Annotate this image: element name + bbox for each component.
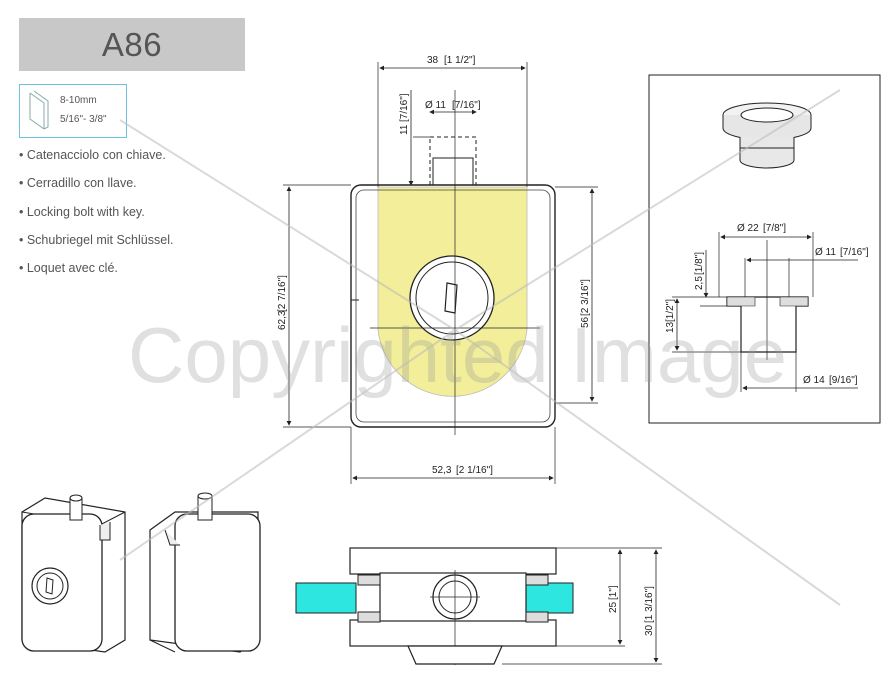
glass-thickness-metric: 8-10mm <box>60 95 97 106</box>
dim-bottom-h2: 30 <box>644 624 655 636</box>
description-italian: • Catenacciolo con chiave. <box>19 148 166 162</box>
cap-detail-view: Ø 22 [7/8"] Ø 11 [7/16"] 2,5 [1/8"] 13 [… <box>648 74 881 424</box>
dim-side-height: 56 <box>580 316 591 328</box>
dim-top-width-inch: [1 1/2"] <box>444 55 476 66</box>
iso-key-slot-icon <box>45 577 54 595</box>
watermark-text: Copyrighted Image <box>128 311 787 399</box>
glass-pane-right <box>522 582 574 614</box>
glass-pane-left <box>295 582 357 614</box>
dim-cap-h13: 13 <box>665 321 676 333</box>
dim-bottom-width-inch: [2 1/16"] <box>456 465 493 476</box>
dim-bolt-diameter-inch: [7/16"] <box>452 100 481 111</box>
product-code-box: A86 <box>19 18 245 71</box>
dim-cap-d11-inch: [7/16"] <box>840 247 869 258</box>
glass-thickness-imperial: 5/16"- 3/8" <box>60 114 107 125</box>
dim-body-height: 62,3 <box>277 310 288 330</box>
description-spanish: • Cerradillo con llave. <box>19 176 137 191</box>
description-list: • Catenacciolo con chiave. • Cerradillo … <box>19 147 173 288</box>
isometric-view-left <box>21 494 126 653</box>
isometric-view-right <box>149 492 261 653</box>
dim-cap-h25-inch: [1/8"] <box>694 252 705 275</box>
dim-cap-d14: Ø 14 <box>803 375 825 386</box>
dim-cap-h25: 2,5 <box>694 276 705 290</box>
description-english: • Locking bolt with key. <box>19 204 145 219</box>
dim-bolt-height-inch: [7/16"] <box>399 93 410 122</box>
dim-cap-d11: Ø 11 <box>815 247 836 258</box>
dim-cap-d22: Ø 22 <box>737 223 759 234</box>
dim-top-width: 38 <box>427 55 439 66</box>
dim-cap-h13-inch: [1/2"] <box>665 299 676 322</box>
dim-side-height-inch: [2 3/16"] <box>580 279 591 316</box>
bottom-side-view: 25 [1"] 30 [1 3/16"] <box>295 547 662 665</box>
watermark: Copyrighted Image <box>119 89 841 606</box>
glass-thickness-box: 8-10mm 5/16"- 3/8" <box>19 84 127 138</box>
dim-cap-d22-inch: [7/8"] <box>763 223 786 234</box>
dim-bolt-diameter: Ø 11 <box>425 100 446 111</box>
description-french: • Loquet avec clé. <box>19 261 118 276</box>
dim-body-height-inch: [2 7/16"] <box>277 275 288 312</box>
dim-cap-d14-inch: [9/16"] <box>829 375 858 386</box>
dim-bottom-h1-inch: [1"] <box>608 585 619 600</box>
dim-bottom-h2-inch: [1 3/16"] <box>644 586 655 623</box>
dim-bottom-h1: 25 <box>608 601 619 613</box>
dim-bolt-height: 11 <box>399 124 410 135</box>
product-code: A86 <box>101 25 163 63</box>
glass-pane-icon <box>29 90 49 130</box>
dim-bottom-width: 52,3 <box>432 465 452 476</box>
description-german: • Schubriegel mit Schlüssel. <box>19 232 174 247</box>
